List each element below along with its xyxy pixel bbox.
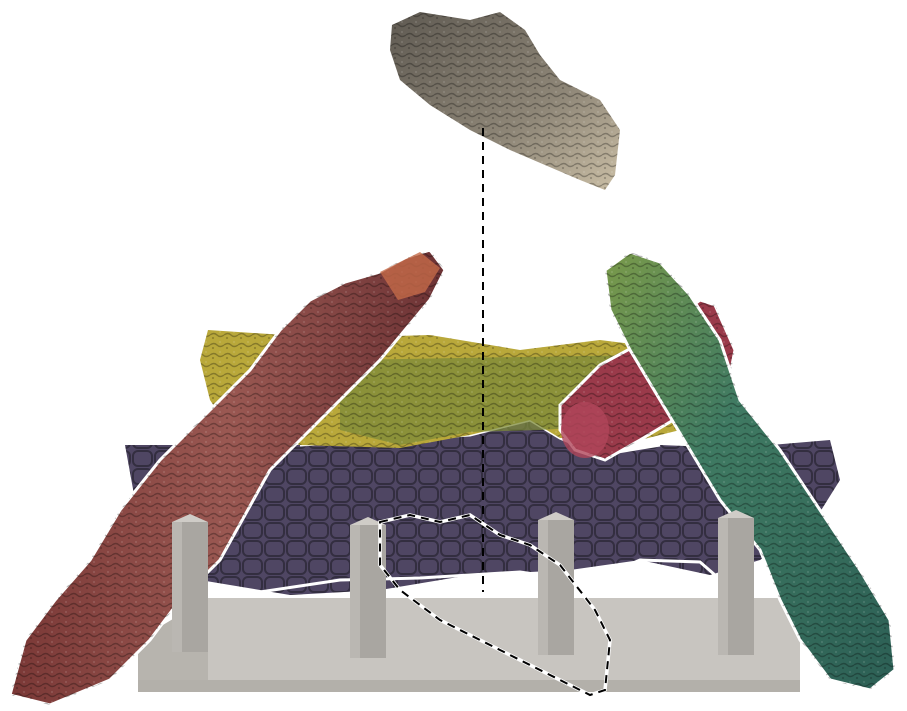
grate-post-1 <box>172 514 208 652</box>
grate-post-3 <box>538 512 574 655</box>
log-grate <box>138 598 800 692</box>
grate-post-4 <box>718 510 754 655</box>
